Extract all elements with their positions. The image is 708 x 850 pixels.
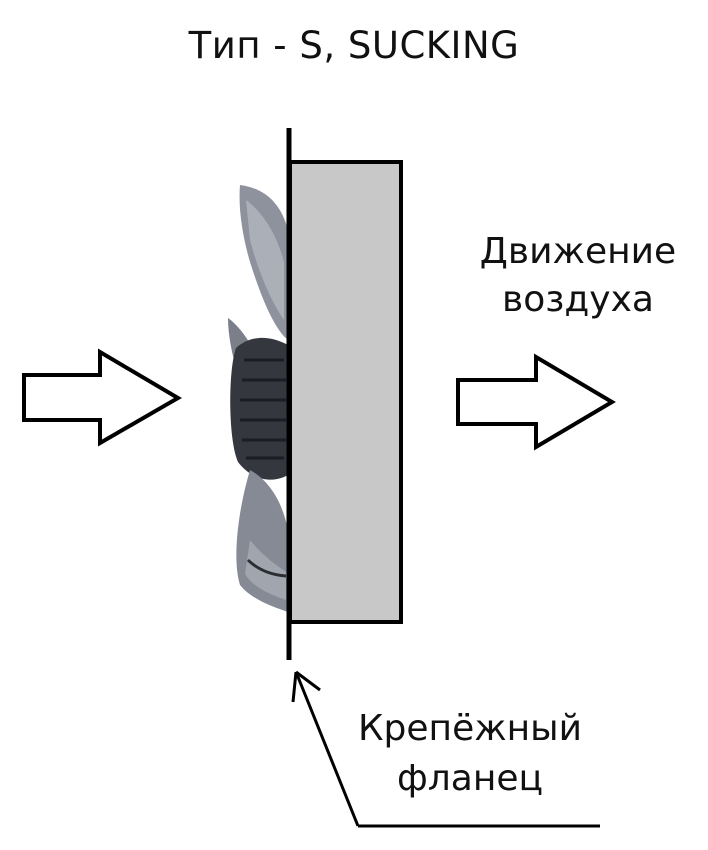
airflow-label-line1: Движение [479, 231, 677, 272]
fan-blade-top-shade [246, 200, 284, 320]
airflow-label: Движение воздуха [458, 228, 698, 324]
flange-label-line1: Крепёжный [357, 708, 583, 749]
fan-blade-bottom-edge [246, 558, 287, 578]
axial-fan-icon [228, 185, 288, 612]
fan-hub [230, 337, 288, 480]
diagram-title: Тип - S, SUCKING [188, 24, 520, 67]
flange-leader-line [291, 670, 600, 828]
air-outlet-arrow [456, 353, 616, 451]
air-inlet-arrow [22, 348, 182, 447]
airflow-label-line2: воздуха [502, 279, 654, 320]
fan-hub-ribs [240, 358, 286, 460]
flange-label-line2: фланец [396, 758, 544, 799]
flange-label: Крепёжный фланец [340, 704, 600, 804]
duct-housing [288, 160, 403, 624]
